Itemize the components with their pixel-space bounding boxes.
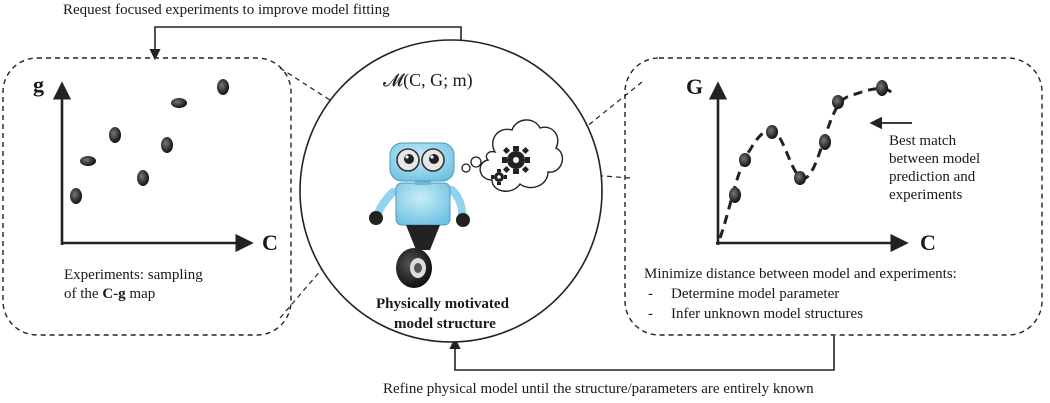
experiment-point [739, 153, 751, 167]
annotation-line: between model [889, 151, 981, 167]
left-chart-axes [52, 81, 254, 253]
left-experiment-panel [2, 57, 292, 336]
caption-prefix: of the [64, 286, 103, 302]
sample-point [137, 170, 149, 186]
gear-icon [502, 146, 530, 174]
annotation-line: prediction and [889, 169, 976, 185]
caption-suffix: map [125, 286, 156, 302]
right-experiment-points [729, 80, 888, 203]
left-panel-caption-line1: Experiments: sampling [64, 267, 203, 283]
sample-point [80, 156, 96, 166]
caption-bold-map: C-g [102, 286, 126, 302]
bullet-item: -Infer unknown model structures [648, 306, 864, 322]
center-label-line2: model structure [394, 316, 496, 332]
center-label-line1: Physically motivated [376, 296, 509, 312]
right-y-axis-label: G [686, 74, 704, 99]
top-feedback-arrow [149, 26, 462, 61]
right-x-axis-label: C [920, 230, 936, 255]
annotation-line: Best match [889, 133, 957, 149]
experiment-point [876, 80, 888, 96]
experiment-point [766, 125, 778, 139]
left-panel-caption-line2: of the C-g map [64, 286, 155, 303]
top-caption: Request focused experiments to improve m… [63, 2, 390, 18]
experiment-point [729, 187, 741, 203]
sample-point [161, 137, 173, 153]
experiment-point [794, 171, 806, 185]
best-match-annotation: Best match between model prediction and … [889, 132, 980, 204]
right-panel-caption-heading: Minimize distance between model and expe… [644, 266, 957, 282]
sample-point [109, 127, 121, 143]
bullet-item: -Determine model parameter [648, 286, 840, 302]
right-model-panel [624, 57, 1043, 336]
sample-point [70, 188, 82, 204]
right-chart-axes [708, 81, 909, 253]
left-scatter-points [70, 79, 229, 204]
bottom-feedback-arrow [449, 336, 835, 371]
annotation-line: experiments [889, 187, 963, 203]
experiment-point [819, 134, 831, 150]
left-x-axis-label: C [262, 230, 278, 255]
robot-icon [369, 142, 470, 288]
small-gear-icon [491, 169, 507, 185]
sample-point [171, 98, 187, 108]
bullet-text: Infer unknown model structures [671, 306, 864, 322]
experiment-point [832, 95, 844, 109]
sample-point [217, 79, 229, 95]
bullet-text: Determine model parameter [671, 286, 840, 302]
bottom-caption: Refine physical model until the structur… [383, 381, 814, 397]
thought-cloud [461, 119, 564, 192]
model-formula: 𝓜(C, G; m) [383, 70, 473, 90]
left-y-axis-label: g [33, 72, 44, 97]
